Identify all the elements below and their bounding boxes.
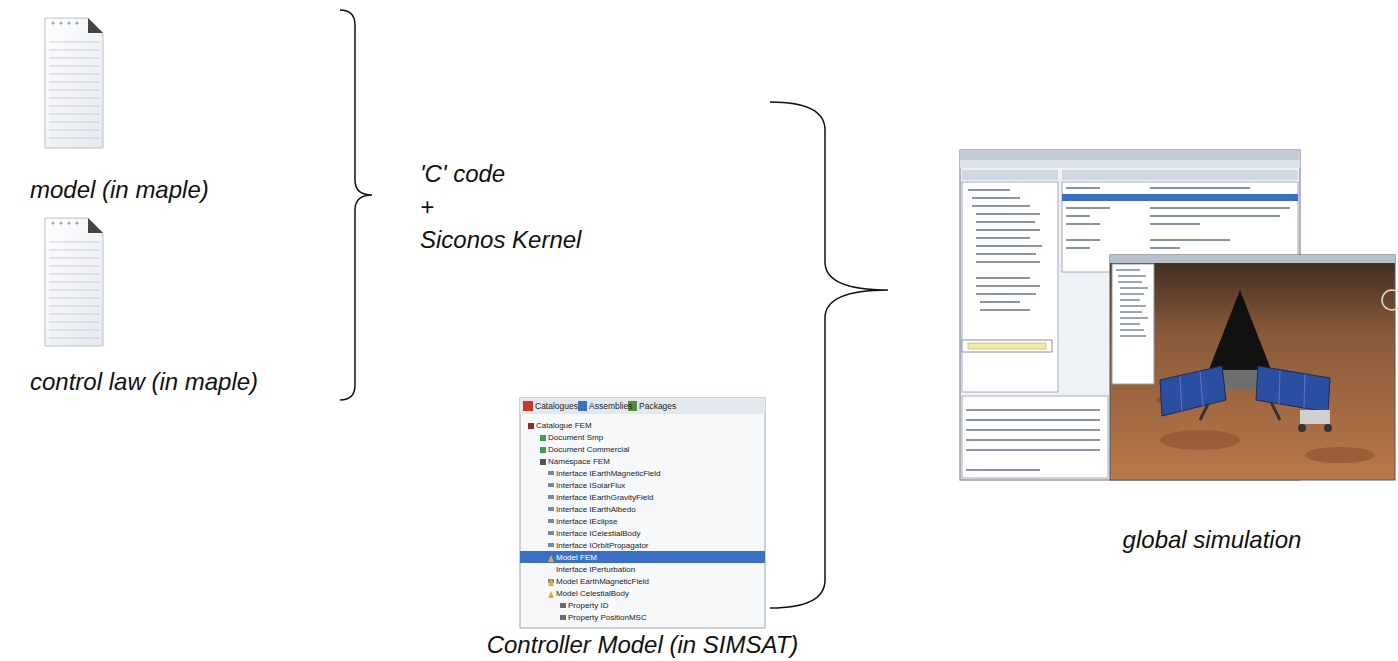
tab-label: Catalogues xyxy=(535,401,578,411)
caption: model (in maple) xyxy=(30,176,209,204)
tree-item: Document Commercial xyxy=(548,445,629,455)
brace xyxy=(770,102,888,608)
tree-item: Interface ISolarFlux xyxy=(556,481,625,491)
tab-label: Assemblies xyxy=(589,401,632,411)
document-node: model (in maple) xyxy=(45,18,103,148)
tree-item: Interface IEarthAlbedo xyxy=(556,505,636,515)
document-node: control law (in maple) xyxy=(45,218,103,346)
tree-item: Interface IEarthMagneticField xyxy=(556,469,661,479)
plus-sign: + xyxy=(420,193,434,221)
tree-item: Interface IEclipse xyxy=(556,517,617,527)
code-label: 'C' code xyxy=(420,160,505,188)
tree-item: Document Smp xyxy=(548,433,603,443)
tree-item: Property ID xyxy=(568,601,608,611)
brace xyxy=(340,10,372,400)
simulation-screenshot xyxy=(960,150,1398,480)
tree-item: Interface IPerturbation xyxy=(556,565,635,575)
tree-item: Interface IOrbitPropagator xyxy=(556,541,649,551)
caption: Controller Model (in SIMSAT) xyxy=(487,631,799,659)
tree-item: Property PositionMSC xyxy=(568,613,647,623)
controller-screenshot xyxy=(520,398,765,628)
tree-item: Model CelestialBody xyxy=(556,589,629,599)
screenshot-node: global simulation xyxy=(960,150,1395,480)
tree-item: Model EarthMagneticField xyxy=(556,577,649,587)
tree-item: Catalogue FEM xyxy=(536,421,592,431)
caption: control law (in maple) xyxy=(30,368,258,396)
document-icon xyxy=(45,18,103,148)
caption: global simulation xyxy=(1123,526,1302,554)
tree-item: Namespace FEM xyxy=(548,457,610,467)
tree-item: Interface ICelestialBody xyxy=(556,529,641,539)
tab-label: Packages xyxy=(639,401,676,411)
kernel-label: Siconos Kernel xyxy=(420,226,581,254)
document-icon xyxy=(45,218,103,346)
tree-item: Model FEM xyxy=(556,553,597,563)
tree-item: Interface IEarthGravityField xyxy=(556,493,653,503)
